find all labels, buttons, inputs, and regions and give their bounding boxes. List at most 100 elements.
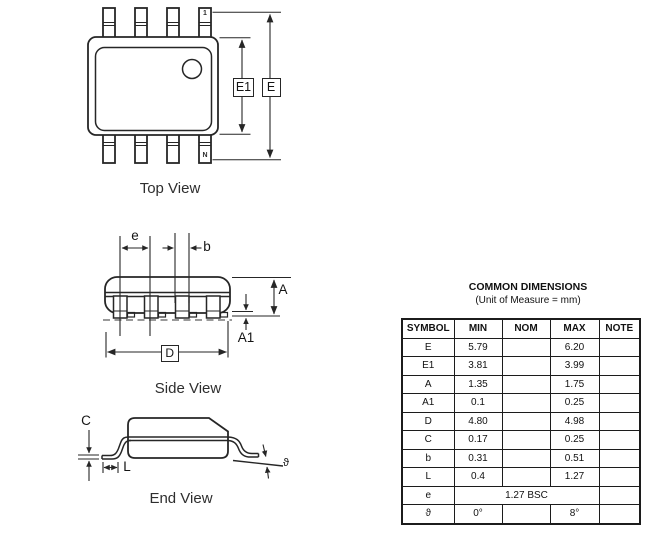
cell-min: 3.81	[453, 356, 503, 376]
cell-note	[598, 485, 641, 505]
cell-nom	[501, 393, 551, 413]
cell-symbol: e	[401, 485, 455, 505]
dim-label-A: A	[278, 282, 288, 297]
dim-label-b: b	[203, 239, 211, 254]
left-lead	[101, 436, 132, 460]
table-subtitle: (Unit of Measure = mm)	[475, 295, 581, 306]
dim-label-A1: A1	[237, 330, 255, 345]
package-body-inner	[94, 46, 213, 132]
right-lead	[227, 436, 260, 458]
cell-min: 5.79	[453, 337, 503, 357]
dim-label-E1: E1	[233, 77, 254, 97]
common-dimensions-table: SYMBOL MIN NOM MAX NOTE E 5.79 6.20 E1 3…	[401, 318, 641, 525]
cell-note	[598, 393, 641, 413]
end-view-caption: End View	[149, 490, 213, 507]
dim-label-e: e	[131, 228, 139, 243]
row-theta: ϑ 0° 8°	[401, 504, 641, 524]
cell-max: 8°	[549, 504, 600, 524]
cell-max: 0.25	[549, 393, 600, 413]
dim-A	[232, 276, 291, 317]
row-E: E 5.79 6.20	[401, 337, 641, 357]
cell-min: 0.31	[453, 448, 503, 468]
dim-e	[119, 236, 151, 336]
bottom-pin	[102, 133, 116, 164]
cell-symbol: L	[401, 467, 455, 487]
end-view-drawing	[78, 417, 284, 481]
cell-note	[598, 337, 641, 357]
row-e: e 1.27 BSC	[401, 485, 641, 505]
cell-max: 1.75	[549, 374, 600, 394]
cell-min: 0°	[453, 504, 503, 524]
cell-min: 0.4	[453, 467, 503, 487]
bottom-pin	[166, 133, 180, 164]
pin1-indicator-circle	[181, 58, 203, 80]
row-C: C 0.17 0.25	[401, 430, 641, 450]
cell-note	[598, 411, 641, 431]
cell-max: 1.27	[549, 467, 600, 487]
column-header-min: MIN	[453, 318, 503, 339]
dim-label-E: E	[261, 77, 281, 97]
cell-note	[598, 467, 641, 487]
cell-symbol: b	[401, 448, 455, 468]
cell-note	[598, 430, 641, 450]
row-A1: A1 0.1 0.25	[401, 393, 641, 413]
cell-nom	[501, 430, 551, 450]
cell-symbol: ϑ	[401, 504, 455, 524]
cell-nom	[501, 337, 551, 357]
cell-symbol: E1	[401, 356, 455, 376]
cell-nom	[501, 374, 551, 394]
end-leadframe-lines	[128, 436, 228, 442]
cell-symbol: A	[401, 374, 455, 394]
cell-note	[598, 374, 641, 394]
cell-span-bsc: 1.27 BSC	[453, 485, 600, 505]
pin-1-marker: 1	[203, 9, 207, 17]
side-body	[104, 276, 231, 314]
dim-label-theta: ϑ	[282, 457, 289, 469]
dim-b	[162, 233, 202, 303]
cell-nom	[501, 448, 551, 468]
cell-nom	[501, 356, 551, 376]
cell-max: 4.98	[549, 411, 600, 431]
cell-max: 6.20	[549, 337, 600, 357]
cell-min: 0.1	[453, 393, 503, 413]
side-view-caption: Side View	[154, 380, 222, 397]
cell-nom	[501, 504, 551, 524]
column-header-nom: NOM	[501, 318, 551, 339]
cell-note	[598, 504, 641, 524]
dim-L	[102, 462, 119, 473]
end-body	[127, 417, 229, 459]
cell-min: 1.35	[453, 374, 503, 394]
top-pin-shoulder-lines	[103, 21, 211, 27]
table-header-row: SYMBOL MIN NOM MAX NOTE	[401, 318, 641, 339]
cell-min: 0.17	[453, 430, 503, 450]
cell-symbol: E	[401, 337, 455, 357]
dim-label-C: C	[81, 413, 91, 428]
dim-theta	[232, 444, 284, 479]
row-E1: E1 3.81 3.99	[401, 356, 641, 376]
cell-note	[598, 448, 641, 468]
column-header-symbol: SYMBOL	[401, 318, 455, 339]
cell-symbol: A1	[401, 393, 455, 413]
cell-nom	[501, 411, 551, 431]
dim-C	[78, 430, 99, 481]
cell-note	[598, 356, 641, 376]
cell-max: 0.51	[549, 448, 600, 468]
column-header-max: MAX	[549, 318, 600, 339]
cell-min: 4.80	[453, 411, 503, 431]
top-view-caption: Top View	[139, 180, 201, 197]
table-title: COMMON DIMENSIONS	[468, 281, 588, 293]
cell-max: 0.25	[549, 430, 600, 450]
dim-label-L: L	[123, 459, 131, 474]
row-D: D 4.80 4.98	[401, 411, 641, 431]
cell-symbol: C	[401, 430, 455, 450]
bottom-pin-shoulder-lines	[103, 141, 211, 147]
row-A: A 1.35 1.75	[401, 374, 641, 394]
side-view-drawing	[103, 233, 291, 358]
dim-label-D: D	[161, 344, 179, 362]
package-body-outer	[87, 36, 219, 136]
row-b: b 0.31 0.51	[401, 448, 641, 468]
row-L: L 0.4 1.27	[401, 467, 641, 487]
bottom-pin	[134, 133, 148, 164]
